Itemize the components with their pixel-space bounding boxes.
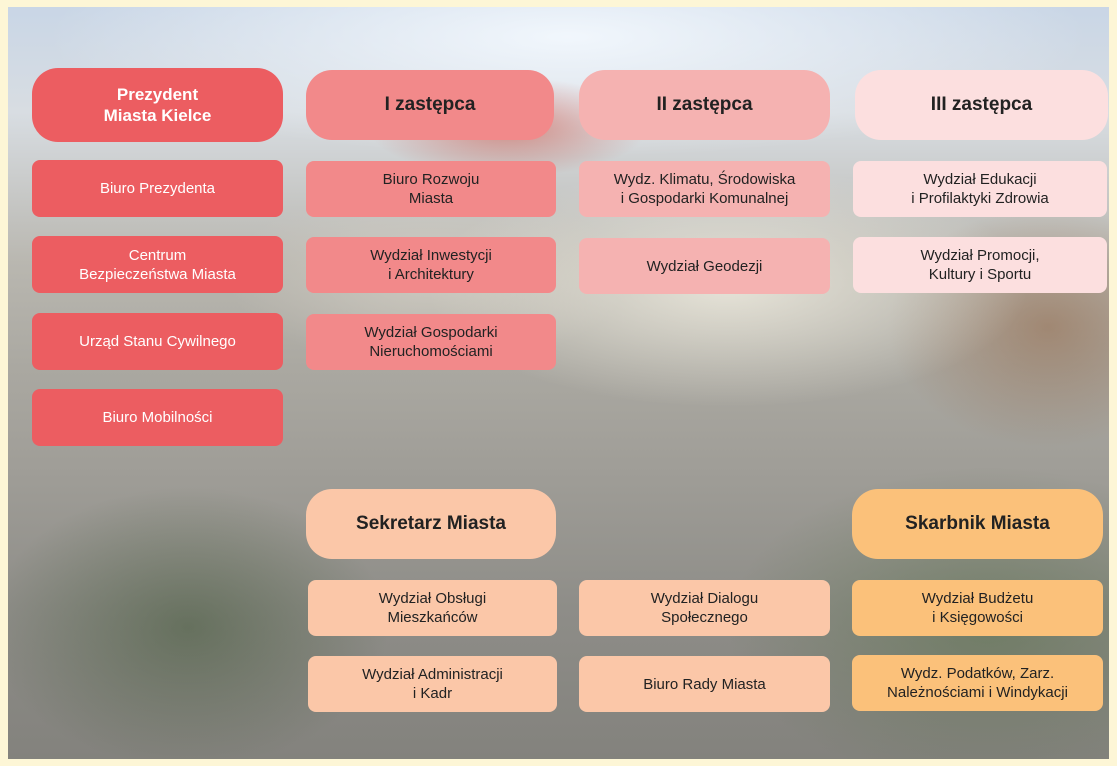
head-president-label: Prezydent Miasta Kielce <box>103 85 212 125</box>
unit-label: Urząd Stanu Cywilnego <box>79 333 236 350</box>
unit-label: Wydz. Podatków, Zarz. Należnościami i Wi… <box>887 665 1068 701</box>
unit-label: Wydział Promocji, Kultury i Sportu <box>920 247 1040 283</box>
unit-wydzial-obslugi-mieszkancow: Wydział Obsługi Mieszkańców <box>308 580 557 636</box>
head-deputy-1: I zastępca <box>306 70 554 140</box>
head-treasurer: Skarbnik Miasta <box>852 489 1103 559</box>
unit-wydzial-dialogu-spolecznego: Wydział Dialogu Społecznego <box>579 580 830 636</box>
unit-centrum-bezpieczenstwa: Centrum Bezpieczeństwa Miasta <box>32 236 283 293</box>
unit-label: Wydział Administracji i Kadr <box>362 666 503 702</box>
unit-label: Wydział Obsługi Mieszkańców <box>378 590 487 626</box>
unit-label: Wydział Dialogu Społecznego <box>650 590 759 626</box>
unit-biuro-rozwoju-miasta: Biuro Rozwoju Miasta <box>306 161 556 217</box>
unit-label: Biuro Rady Miasta <box>643 675 766 693</box>
unit-wydzial-budzetu: Wydział Budżetu i Księgowości <box>852 580 1103 636</box>
unit-urzad-stanu-cywilnego: Urząd Stanu Cywilnego <box>32 313 283 370</box>
unit-label: Wydział Budżetu i Księgowości <box>921 590 1034 626</box>
unit-label: Wydział Edukacji i Profilaktyki Zdrowia <box>911 171 1049 207</box>
unit-wydzial-inwestycji: Wydział Inwestycji i Architektury <box>306 237 556 293</box>
unit-label: Biuro Rozwoju Miasta <box>382 171 480 207</box>
unit-label: Wydz. Klimatu, Środowiska i Gospodarki K… <box>613 171 796 207</box>
head-treasurer-label: Skarbnik Miasta <box>905 513 1050 534</box>
unit-label: Centrum Bezpieczeństwa Miasta <box>79 246 236 283</box>
head-deputy-2-label: II zastępca <box>656 94 753 115</box>
unit-label: Wydział Geodezji <box>646 257 763 275</box>
unit-biuro-rady-miasta: Biuro Rady Miasta <box>579 656 830 712</box>
head-secretary: Sekretarz Miasta <box>306 489 556 559</box>
unit-biuro-mobilnosci: Biuro Mobilności <box>32 389 283 446</box>
head-president: Prezydent Miasta Kielce <box>32 68 283 142</box>
unit-label: Wydział Inwestycji i Architektury <box>370 247 492 283</box>
unit-biuro-prezydenta: Biuro Prezydenta <box>32 160 283 217</box>
unit-wydzial-geodezji: Wydział Geodezji <box>579 238 830 294</box>
head-deputy-3: III zastępca <box>855 70 1108 140</box>
head-deputy-2: II zastępca <box>579 70 830 140</box>
head-secretary-label: Sekretarz Miasta <box>356 513 506 534</box>
head-deputy-1-label: I zastępca <box>384 94 476 115</box>
unit-wydzial-promocji: Wydział Promocji, Kultury i Sportu <box>853 237 1107 293</box>
unit-wydzial-podatkow: Wydz. Podatków, Zarz. Należnościami i Wi… <box>852 655 1103 711</box>
unit-wydzial-administracji: Wydział Administracji i Kadr <box>308 656 557 712</box>
head-deputy-3-label: III zastępca <box>930 94 1033 115</box>
unit-wydzial-gospodarki-nieruchomosciami: Wydział Gospodarki Nieruchomościami <box>306 314 556 370</box>
unit-label: Biuro Prezydenta <box>99 180 216 197</box>
unit-label: Wydział Gospodarki Nieruchomościami <box>364 324 498 360</box>
unit-wydzial-klimatu: Wydz. Klimatu, Środowiska i Gospodarki K… <box>579 161 830 217</box>
unit-label: Biuro Mobilności <box>102 409 213 426</box>
unit-wydzial-edukacji: Wydział Edukacji i Profilaktyki Zdrowia <box>853 161 1107 217</box>
